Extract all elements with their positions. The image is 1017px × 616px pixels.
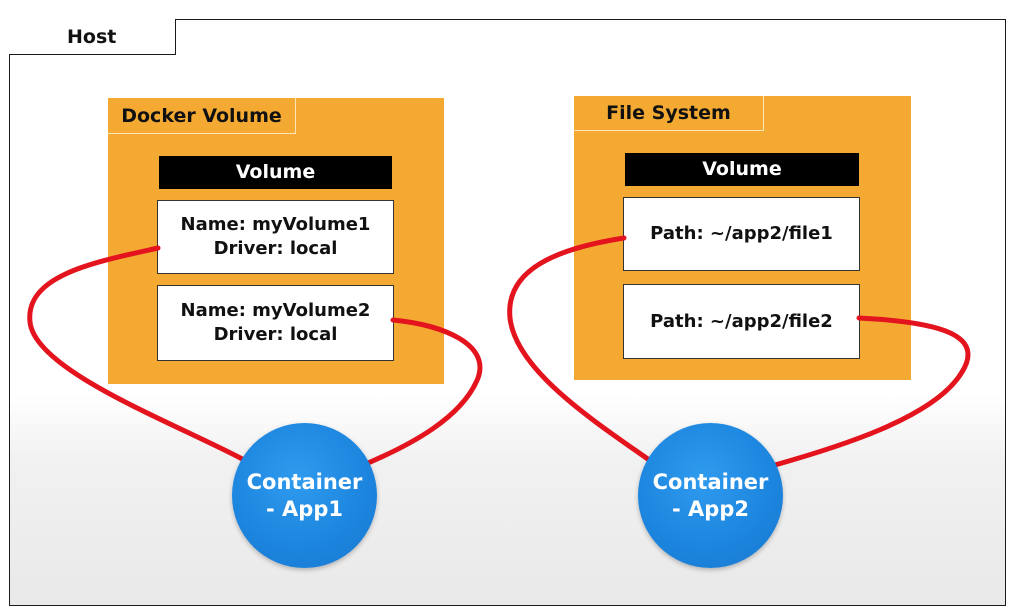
path-text: Path: ~/app2/file2 bbox=[650, 310, 833, 332]
path-box-file1: Path: ~/app2/file1 bbox=[623, 197, 860, 271]
host-label: Host bbox=[9, 19, 176, 55]
volume-name: Name: myVolume1 bbox=[180, 214, 371, 235]
link-app1-myvolume1 bbox=[27, 245, 251, 465]
volume-name: Name: myVolume2 bbox=[180, 300, 371, 321]
volume-driver: Driver: local bbox=[213, 238, 338, 259]
file-system-volume-header: Volume bbox=[625, 153, 859, 186]
volume-box-myvolume1: Name: myVolume1 Driver: local bbox=[157, 200, 394, 274]
docker-volume-title: Docker Volume bbox=[108, 98, 296, 134]
link-app2-file1 bbox=[507, 235, 655, 465]
docker-volume-header: Volume bbox=[159, 156, 392, 189]
container-label-line1: Container bbox=[652, 469, 769, 494]
path-text: Path: ~/app2/file1 bbox=[650, 223, 833, 244]
volume-driver: Driver: local bbox=[213, 324, 338, 345]
file-system-title: File System bbox=[574, 96, 764, 131]
link-app2-file2 bbox=[772, 315, 971, 468]
link-app1-myvolume2 bbox=[365, 317, 483, 466]
path-box-file2: Path: ~/app2/file2 bbox=[623, 284, 860, 359]
container-label-line2: - App1 bbox=[266, 496, 343, 521]
volume-box-myvolume2: Name: myVolume2 Driver: local bbox=[157, 285, 394, 361]
container-label-line1: Container bbox=[246, 469, 363, 494]
container-app2: Container - App2 bbox=[638, 423, 783, 568]
container-app1: Container - App1 bbox=[232, 423, 377, 568]
container-label-line2: - App2 bbox=[672, 496, 749, 521]
